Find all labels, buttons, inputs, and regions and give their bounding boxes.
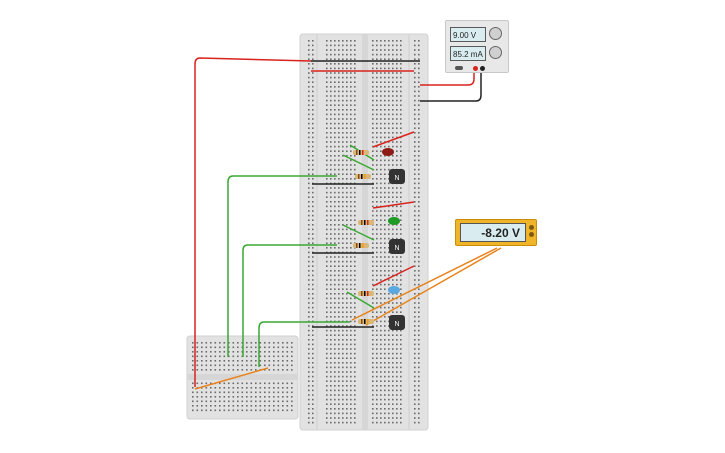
orange-jumper-wire[interactable] [194,367,269,390]
voltage-knob-icon[interactable] [489,27,502,40]
transistor-3-label: N [394,321,399,328]
transistor-2[interactable]: N [389,239,405,254]
psu-negative-wire[interactable] [420,68,482,102]
main-breadboard[interactable] [299,33,429,431]
led-green[interactable] [388,217,400,225]
green-wire-1[interactable] [227,175,337,357]
power-supply[interactable]: 9.00 V 85.2 mA [445,20,509,73]
multimeter-probe-wire-1[interactable] [351,247,498,321]
transistor-1-label: N [394,175,399,182]
voltage-display: 9.00 V [450,27,486,42]
supply-wire-to-small-board[interactable] [194,57,312,387]
led-blue[interactable] [388,286,400,294]
multimeter-display: -8.20 V [460,223,526,242]
led-red[interactable] [382,148,394,156]
transistor-1[interactable]: N [389,169,405,184]
multimeter[interactable]: -8.20 V [455,219,537,246]
resistor-3a[interactable] [358,291,374,296]
resistor-2a[interactable] [358,220,374,225]
resistor-1b[interactable] [355,174,371,179]
breadboard-holes [308,40,420,424]
positive-terminal-icon[interactable] [473,66,478,71]
stage-1-green-jumper[interactable] [342,154,375,171]
transistor-2-label: N [394,245,399,252]
power-switch-icon[interactable] [455,66,463,70]
stage-3-green-jumper[interactable] [346,291,375,309]
resistor-2b[interactable] [353,243,369,248]
current-display: 85.2 mA [450,46,486,61]
green-wire-3[interactable] [258,321,350,367]
stage-2-green-jumper[interactable] [342,224,375,241]
stage-2: N [312,201,415,254]
led-3-red-wire[interactable] [372,265,415,287]
green-wire-2[interactable] [242,244,337,357]
multimeter-port-icon[interactable] [529,225,534,230]
multimeter-probe-wire-2[interactable] [365,247,502,326]
negative-terminal-icon[interactable] [480,66,485,71]
resistor-3b[interactable] [358,319,374,324]
small-breadboard-holes [192,342,293,412]
transistor-3[interactable]: N [389,315,405,330]
led-1-red-wire[interactable] [372,131,415,148]
resistor-1a[interactable] [353,150,369,155]
stage-1: N [312,131,415,185]
stage-3: N [312,265,415,330]
multimeter-port-icon[interactable] [529,232,534,237]
current-knob-icon[interactable] [489,46,502,59]
psu-positive-wire[interactable] [420,68,475,86]
led-2-red-wire[interactable] [372,201,415,209]
